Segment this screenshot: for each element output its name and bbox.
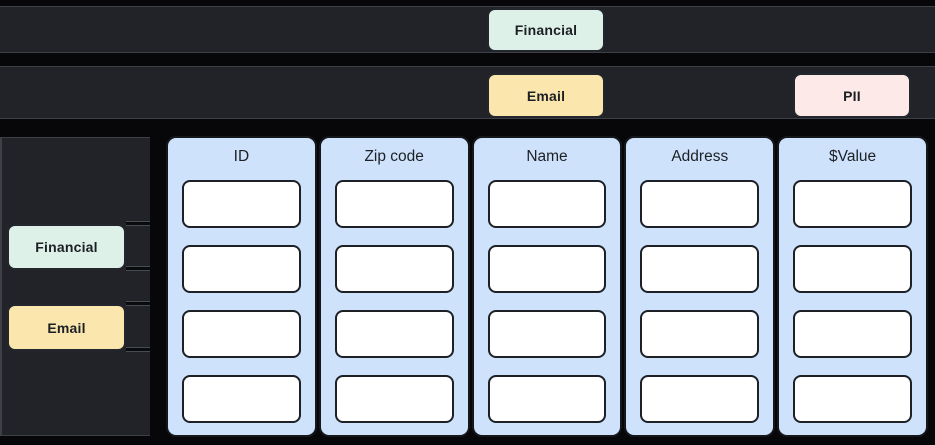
column-cells <box>779 172 926 423</box>
table-cell <box>334 245 454 293</box>
data-table: ID Zip code Name Address <box>166 136 928 437</box>
side-panel-row-divider <box>126 301 150 306</box>
tag-email-top[interactable]: Email <box>487 73 605 118</box>
tag-label: Email <box>526 87 566 104</box>
table-cell <box>334 180 454 228</box>
table-column-address: Address <box>624 136 776 437</box>
taxonomy-row-1 <box>0 6 935 53</box>
table-cell <box>793 180 912 228</box>
tag-pii-top[interactable]: PII <box>793 73 911 118</box>
table-cell <box>487 245 607 293</box>
table-cell <box>182 180 301 228</box>
side-panel-row-divider <box>126 266 150 271</box>
tag-label: Email <box>47 319 86 336</box>
column-header: Zip code <box>364 148 424 165</box>
side-panel <box>0 137 150 436</box>
side-panel-row-divider <box>126 221 150 226</box>
column-header: Name <box>526 148 568 165</box>
table-cell <box>487 180 607 228</box>
column-header: ID <box>233 148 250 165</box>
tag-email-side[interactable]: Email <box>7 304 126 351</box>
table-column-value: $Value <box>777 136 928 437</box>
table-cell <box>793 310 912 358</box>
tag-label: Financial <box>35 239 98 255</box>
table-cell <box>640 375 760 423</box>
tag-label: Financial <box>514 22 578 38</box>
table-column-name: Name <box>471 136 623 437</box>
tag-financial-side[interactable]: Financial <box>7 224 126 270</box>
table-cell <box>640 180 760 228</box>
table-cell <box>334 310 454 358</box>
tag-financial-top[interactable]: Financial <box>487 8 605 52</box>
taxonomy-row-2 <box>0 66 935 119</box>
table-cell <box>487 310 607 358</box>
side-panel-row-divider <box>126 347 150 352</box>
column-header: $Value <box>829 148 877 165</box>
table-cell <box>487 375 607 423</box>
table-cell <box>182 245 301 293</box>
table-cell <box>182 310 301 358</box>
column-cells <box>626 172 773 423</box>
column-cells <box>474 172 621 423</box>
table-cell <box>334 375 454 423</box>
table-cell <box>640 245 760 293</box>
table-cell <box>640 310 760 358</box>
column-cells <box>168 172 315 423</box>
table-cell <box>793 375 912 423</box>
table-cell <box>182 375 301 423</box>
column-cells <box>321 172 468 423</box>
column-header: Address <box>671 148 729 165</box>
tag-label: PII <box>843 87 861 104</box>
table-column-zip-code: Zip code <box>318 136 470 437</box>
table-cell <box>793 245 912 293</box>
table-column-id: ID <box>166 136 317 437</box>
